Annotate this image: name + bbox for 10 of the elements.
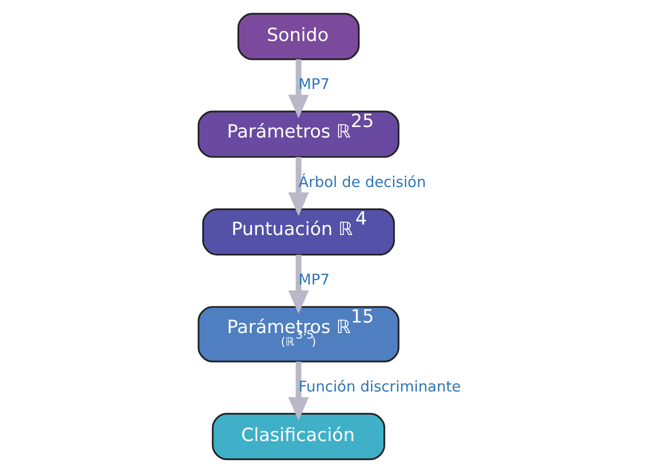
arrow (288, 156, 309, 216)
arrow (288, 254, 309, 314)
arrow (288, 58, 309, 118)
arrow (288, 361, 309, 420)
edge-label: Función discriminante (298, 378, 461, 395)
edge-label: MP7 (298, 76, 330, 93)
node-box: Clasificación (212, 412, 386, 460)
edge-label: Árbol de decisión (298, 173, 426, 190)
edge-label: MP7 (298, 271, 330, 288)
node-box: Sonido (237, 12, 360, 60)
